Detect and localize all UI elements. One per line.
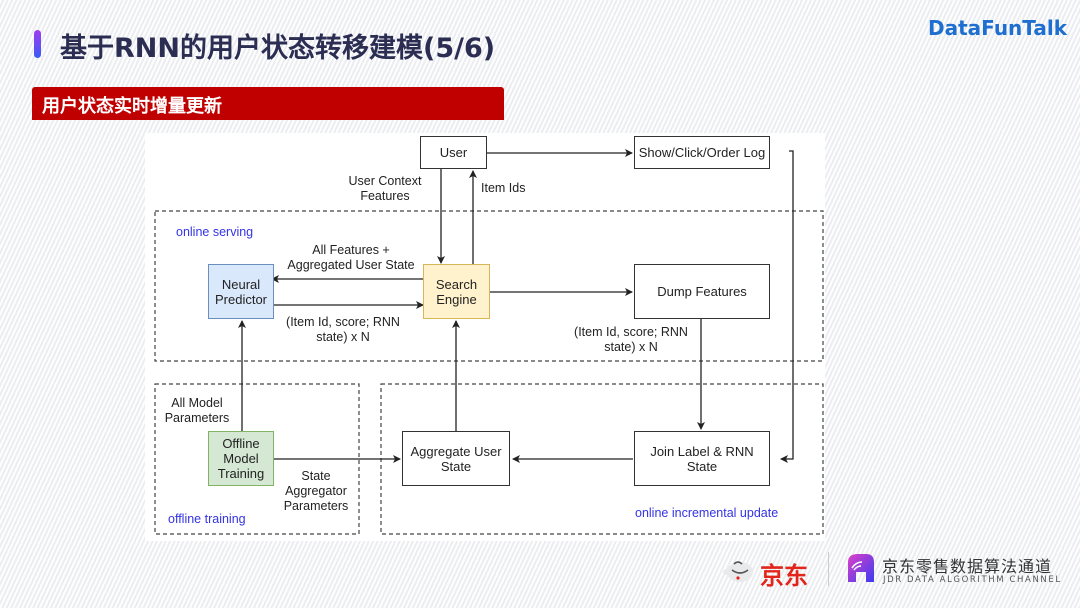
node-dump-features: Dump Features <box>634 264 770 319</box>
edge-log-to-join <box>780 150 794 463</box>
node-show-click-order-log: Show/Click/Order Log <box>634 136 770 169</box>
node-offline-model-training: Offline Model Training <box>208 431 274 486</box>
page-title: 基于RNN的用户状态转移建模(5/6) <box>60 33 496 64</box>
group-label-online-serving: online serving <box>176 225 254 239</box>
group-online-serving <box>154 210 824 362</box>
channel-name-en: JDR DATA ALGORITHM CHANNEL <box>883 575 1062 585</box>
diagram-connectors <box>154 149 824 535</box>
label-user-context-features: User Context Features <box>348 174 422 203</box>
jd-wordmark: 京东 <box>760 562 808 590</box>
label-item-ids: Item Ids <box>481 181 526 195</box>
label-all-model-parameters: All Model Parameters <box>164 396 230 425</box>
label-all-features: All Features + Aggregated User State <box>287 243 415 272</box>
architecture-diagram: User Show/Click/Order Log Neural Predict… <box>145 133 825 541</box>
label-dump-output: (Item Id, score; RNN state) x N <box>574 325 688 354</box>
jd-logo: 京东 <box>720 552 820 592</box>
label-state-aggregator-parameters: State Aggregator Parameters <box>283 469 349 513</box>
node-user: User <box>420 136 487 169</box>
group-label-online-incremental-update: online incremental update <box>635 506 779 520</box>
title-accent-bar <box>34 30 41 58</box>
section-title: 用户状态实时增量更新 <box>42 96 222 117</box>
footer-divider <box>828 552 829 586</box>
label-predictor-output: (Item Id, score; RNN state) x N <box>286 315 400 344</box>
node-search-engine: Search Engine <box>423 264 490 319</box>
section-banner: 用户状态实时增量更新 <box>32 87 504 120</box>
group-offline-training <box>154 383 360 535</box>
jd-mascot-icon <box>723 561 753 582</box>
node-aggregate-user-state: Aggregate User State <box>402 431 510 486</box>
channel-name-cn: 京东零售数据算法通道 <box>882 557 1053 576</box>
channel-logo-icon <box>848 554 874 582</box>
brand-logo: DataFunTalk <box>928 16 1068 40</box>
group-label-offline-training: offline training <box>168 512 246 526</box>
node-neural-predictor: Neural Predictor <box>208 264 274 319</box>
node-join-label-rnn-state: Join Label & RNN State <box>634 431 770 486</box>
